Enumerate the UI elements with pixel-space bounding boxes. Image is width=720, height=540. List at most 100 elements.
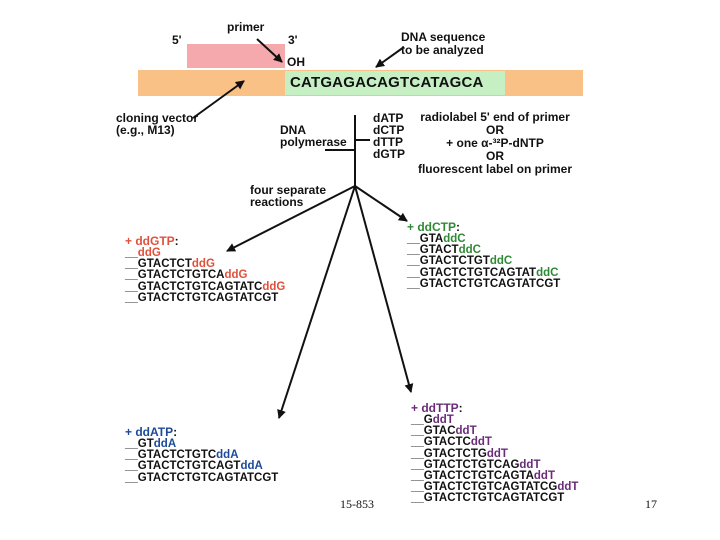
fragment-row: __GTddA	[125, 438, 278, 450]
reaction-heading-name: ddATP	[135, 425, 174, 439]
fragment-row: __GTACTCTGTCddA	[125, 449, 278, 462]
reaction-heading-name: ddCTP	[417, 220, 457, 234]
fragment-row: __GTACTCddT	[411, 436, 578, 449]
reaction-ddgtp: + ddGTP:__ddG__GTACTCTddG__GTACTCTGTCAdd…	[125, 235, 285, 304]
fragment-pre: __	[125, 291, 138, 304]
course-number: 15-853	[340, 497, 374, 511]
fragment-seq: GTAC	[423, 425, 456, 438]
fragment-pre: __	[411, 470, 424, 483]
fragment-pre: __	[407, 255, 420, 268]
fragment-row: __GddT	[411, 414, 578, 426]
fragment-pre: __	[125, 280, 138, 293]
labeling-or-2: OR	[486, 149, 504, 163]
fragment-seq: GTACTCTGTCAGTATCGT	[137, 471, 279, 484]
reaction-heading-plus: +	[411, 401, 422, 415]
fragment-pre: __	[411, 414, 424, 426]
fragment-pre: __	[411, 447, 424, 460]
fragment-dd: ddG	[262, 280, 286, 293]
fragment-row: __GTACTCTGTCAGTATCGT	[125, 291, 285, 304]
template-sequence-box	[285, 71, 505, 95]
fragment-row: __GTACTddC	[407, 244, 560, 257]
fragment-row: __GTACTCTGddT	[411, 447, 578, 460]
dna-polymerase-label: DNA polymerase	[280, 123, 347, 149]
arrow-to-ddatp	[277, 185, 356, 419]
fragment-dd: ddA	[216, 449, 239, 462]
fragment-seq: GTACTCTGTC	[137, 449, 217, 462]
fragment-pre: __	[411, 425, 424, 438]
fragment-row: __ddG	[125, 247, 285, 259]
fragment-row: __GTACTCTGTCAGTATCGddT	[411, 481, 579, 494]
fragment-seq: GTACTCTGTCAGTATCGT	[137, 291, 279, 304]
reaction-heading-ttp: + ddTTP:	[411, 402, 578, 415]
fragment-pre: __	[125, 460, 138, 473]
fragment-dd: ddC	[443, 233, 466, 245]
reaction-heading-plus: +	[125, 425, 136, 439]
primer-box	[187, 44, 285, 68]
template-sequence: CATGAGACAGTCATAGCA	[290, 74, 484, 91]
fragment-pre: __	[407, 266, 420, 279]
fragment-dd: ddG	[191, 258, 215, 271]
fragment-dd: ddT	[557, 481, 579, 494]
fragment-dd: ddC	[489, 255, 513, 268]
reaction-heading-colon: :	[456, 220, 461, 234]
cloning-vector-pointer-arrow	[192, 80, 245, 119]
fragment-seq: GTACTCTG	[423, 447, 487, 460]
fragment-dd: ddC	[536, 266, 559, 279]
fragment-row: __GTACTCTGTCAGTATCGT	[407, 277, 560, 290]
fragment-row: __GTACTCTGTCAGTAddT	[411, 470, 578, 483]
five-prime-label: 5'	[172, 33, 182, 47]
primer-label: primer	[227, 20, 265, 34]
fragment-seq: GTACTC	[423, 436, 471, 449]
fragment-seq: GTACTCTGTCAGTAT	[419, 266, 537, 279]
fragment-row: __GTACTCTGTCAGTATCGT	[411, 492, 578, 505]
labeling-option-alpha-p32: + one α-³²P-dNTP	[446, 136, 544, 150]
reaction-ddatp: + ddATP:__GTddA__GTACTCTGTCddA__GTACTCTG…	[125, 426, 278, 484]
fragment-pre: __	[411, 492, 424, 505]
fragment-seq: GTACTCTGTCAGTATC	[137, 280, 263, 293]
dntp-list: dATP dCTP dTTP dGTP	[373, 111, 405, 161]
fragment-dd: ddT	[455, 425, 477, 438]
fragment-seq: GTACTCTGTCAG	[423, 458, 520, 471]
fragment-row: __GTACTCTddG	[125, 258, 285, 271]
fragment-pre: __	[407, 277, 420, 290]
fragment-row: __GTACTCTGTCAGTATddC	[407, 266, 560, 279]
fragment-row: __GTACTCTGTCAGTATCddG	[125, 280, 286, 293]
reaction-heading-colon: :	[458, 401, 463, 415]
reaction-ddctp: + ddCTP:__GTAddC__GTACTddC__GTACTCTGTddC…	[407, 221, 560, 290]
reaction-heading-gtp: + ddGTP:	[125, 235, 285, 248]
fragment-pre: __	[125, 449, 138, 462]
reaction-heading-ctp: + ddCTP:	[407, 221, 560, 234]
fragment-dd: ddG	[224, 269, 248, 282]
fragment-pre: __	[125, 247, 138, 259]
fragment-pre: __	[411, 481, 424, 494]
fragment-row: __GTACTCTGTddC	[407, 255, 560, 268]
fragment-pre: __	[125, 269, 138, 282]
labeling-or-1: OR	[486, 123, 504, 137]
fragment-pre: __	[125, 258, 138, 271]
reaction-heading-colon: :	[174, 234, 179, 248]
reaction-heading-name: ddTTP	[421, 401, 459, 415]
fragment-dd: ddT	[486, 447, 508, 460]
arrow-to-ddttp	[354, 185, 414, 393]
fragment-dd: ddT	[432, 414, 454, 426]
fragment-seq: G	[423, 414, 433, 426]
labeling-option-radiolabel: radiolabel 5' end of primer	[420, 110, 570, 124]
arrow-to-ddgtp	[226, 185, 356, 252]
fragment-pre: __	[125, 438, 138, 450]
page-number: 17	[645, 497, 657, 511]
fragment-seq: GTACTCTGTCAGTA	[423, 470, 534, 483]
primer-pointer-arrow	[256, 38, 283, 63]
fragment-dd: ddC	[458, 244, 481, 257]
fragment-dd: ddG	[137, 247, 161, 259]
labeling-option-fluorescent: fluorescent label on primer	[417, 162, 573, 176]
fragment-pre: __	[411, 436, 424, 449]
fragment-seq: GT	[137, 438, 154, 450]
reaction-heading-name: ddGTP	[135, 234, 175, 248]
reaction-heading-plus: +	[125, 234, 136, 248]
hydroxyl-label: OH	[287, 55, 305, 69]
fragment-seq: GTA	[419, 233, 444, 245]
fragment-seq: GTACTCTGTCAGT	[137, 460, 241, 473]
fragment-seq: GTACT	[419, 244, 459, 257]
labeling-options: radiolabel 5' end of primer OR + one α-³…	[410, 111, 580, 176]
